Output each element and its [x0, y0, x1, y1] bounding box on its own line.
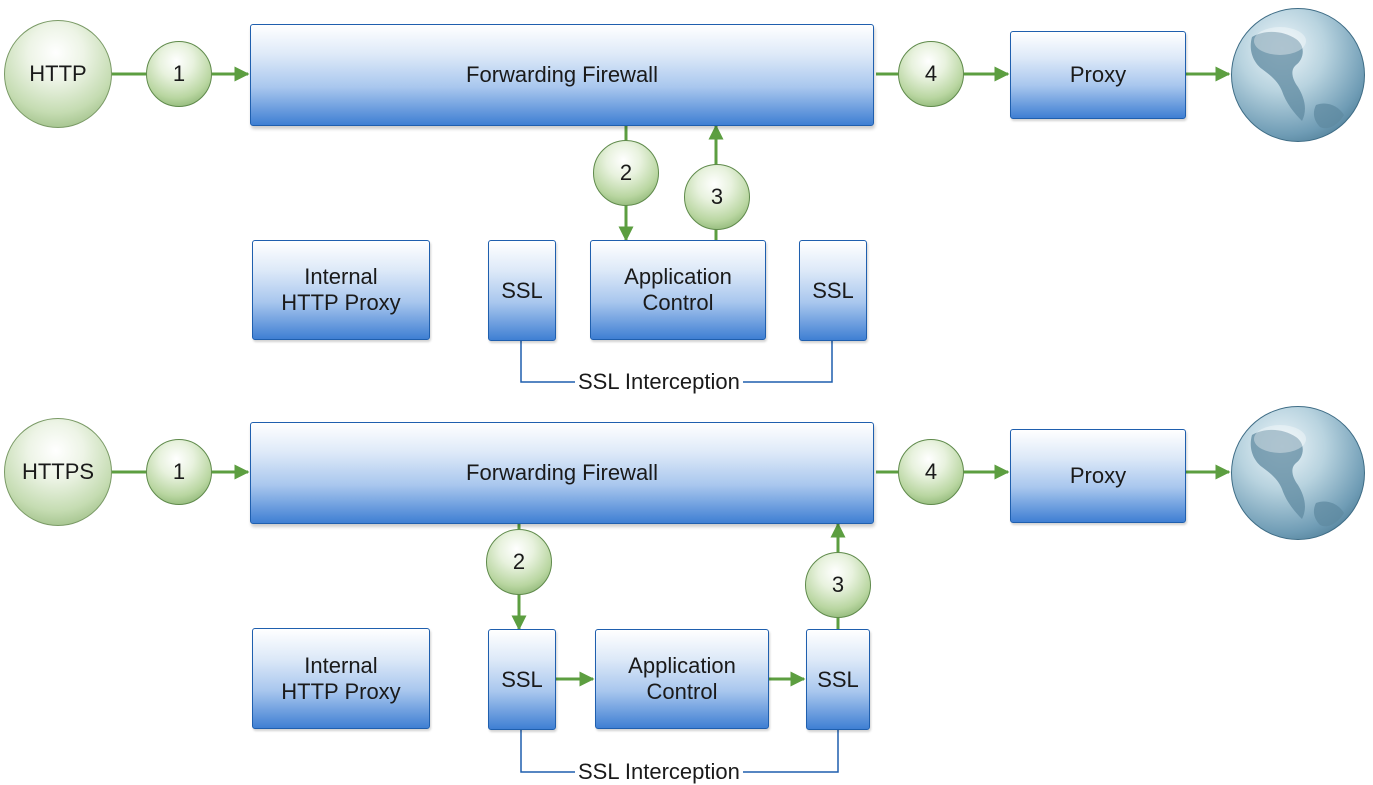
forwarding-firewall-label: Forwarding Firewall	[466, 460, 658, 485]
ssl-right-label: SSL	[812, 277, 854, 303]
https-source-node: HTTPS	[4, 418, 112, 526]
ssl-left-label: SSL	[501, 666, 543, 692]
application-control-box: Application Control	[595, 629, 769, 729]
forwarding-firewall-label: Forwarding Firewall	[466, 62, 658, 87]
globe-icon	[1231, 8, 1365, 142]
step-4-badge: 4	[898, 41, 964, 107]
ssl-right-box: SSL	[799, 240, 867, 341]
internal-http-proxy-label: Internal HTTP Proxy	[281, 652, 401, 704]
globe-continents	[1250, 27, 1344, 129]
proxy-label: Proxy	[1069, 62, 1127, 87]
step-1-badge: 1	[146, 439, 212, 505]
ssl-interception-label: SSL Interception	[575, 369, 743, 395]
application-control-label: Application Control	[624, 264, 732, 315]
ssl-left-box: SSL	[488, 240, 556, 341]
forwarding-firewall-box: Forwarding Firewall	[250, 24, 874, 126]
internal-http-proxy-box: Internal HTTP Proxy	[252, 240, 430, 340]
proxy-box: Proxy	[1010, 31, 1186, 119]
application-control-label: Application Control	[628, 653, 736, 704]
proxy-box: Proxy	[1010, 429, 1186, 523]
internal-http-proxy-label: Internal HTTP Proxy	[281, 264, 401, 315]
globe-icon	[1231, 406, 1365, 540]
ssl-right-box: SSL	[806, 629, 870, 730]
proxy-label: Proxy	[1069, 463, 1127, 488]
ssl-left-box: SSL	[488, 629, 556, 730]
globe-continents	[1250, 425, 1344, 527]
ssl-right-label: SSL	[817, 666, 859, 692]
step-1-badge: 1	[146, 41, 212, 107]
step-4-badge: 4	[898, 439, 964, 505]
ssl-left-label: SSL	[501, 277, 543, 303]
step-3-badge: 3	[684, 164, 750, 230]
application-control-box: Application Control	[590, 240, 766, 340]
http-source-node: HTTP	[4, 20, 112, 128]
step-3-badge: 3	[805, 552, 871, 618]
forwarding-firewall-box: Forwarding Firewall	[250, 422, 874, 524]
step-2-badge: 2	[593, 140, 659, 206]
internal-http-proxy-box: Internal HTTP Proxy	[252, 628, 430, 729]
step-2-badge: 2	[486, 529, 552, 595]
ssl-interception-label: SSL Interception	[575, 759, 743, 785]
